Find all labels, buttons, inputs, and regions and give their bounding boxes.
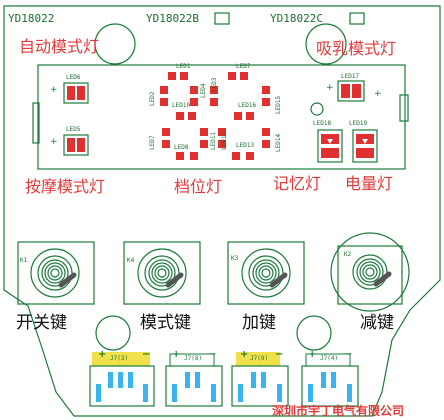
svg-text:−: − [275, 349, 283, 360]
mount-hole-bottom-left [95, 315, 131, 351]
board-outline [3, 5, 441, 417]
switch-k2 [330, 232, 410, 312]
connector-2-label: J7(8) [184, 355, 203, 362]
panel-connector-right [399, 94, 409, 122]
svg-text:+: + [240, 349, 248, 360]
led16-label: LED16 [238, 102, 257, 109]
svg-text:+: + [308, 349, 316, 360]
led14-label: LED14 [275, 133, 282, 152]
k1-id: K1 [20, 257, 28, 264]
led5-label: LED5 [66, 126, 81, 133]
model-variant-c: YD18022C [270, 12, 323, 25]
svg-text:+: + [172, 349, 180, 360]
connector-4 [301, 353, 359, 407]
svg-text:+: + [374, 89, 382, 99]
svg-text:−: − [344, 349, 352, 360]
plus-key-label: 加键 [242, 313, 276, 333]
led19-label: LED19 [349, 120, 368, 127]
connector-2 [165, 353, 223, 407]
led13-label: LED13 [236, 142, 255, 149]
svg-text:+: + [98, 349, 106, 360]
mode-key-label: 模式键 [140, 313, 191, 333]
led5-footprint [63, 134, 89, 156]
company-name: 深圳市宇丁电气有限公司 [272, 404, 405, 418]
led10-label: LED10 [172, 102, 191, 109]
led-panel-outline [37, 64, 406, 170]
svg-text:−: − [208, 349, 216, 360]
minus-key-label: 减键 [360, 313, 394, 333]
led7b-label: LED7 [149, 135, 156, 150]
connector-3 [231, 352, 289, 407]
small-hole-right [310, 102, 324, 116]
variant-c-box [349, 12, 365, 25]
model-primary: YD18022 [8, 12, 55, 25]
battery-label: 电量灯 [345, 174, 394, 193]
led6-label: LED6 [66, 74, 81, 81]
svg-text:+: + [50, 137, 58, 147]
k3-id: K3 [231, 255, 239, 262]
led17-footprint [337, 80, 365, 102]
connector-1 [89, 352, 155, 407]
level-led-cluster [160, 72, 270, 160]
connector-1-label: J7(3) [110, 355, 129, 362]
led18-footprint [317, 129, 343, 163]
svg-text:+: + [50, 85, 58, 95]
led12-label: LED12 [221, 131, 228, 150]
led6-footprint [63, 82, 89, 104]
switch-k4 [123, 241, 201, 305]
k2-id: K2 [344, 251, 352, 258]
svg-text:−: − [142, 349, 150, 360]
led11-label: LED11 [210, 131, 217, 150]
auto-mode-label: 自动模式灯 [19, 37, 100, 56]
led2-label: LED2 [149, 91, 156, 106]
led4-label: LED4 [200, 83, 207, 98]
led3-label: LED3 [211, 77, 218, 92]
led18-label: LED18 [313, 120, 332, 127]
switch-k1 [17, 241, 95, 305]
power-key-label: 开关键 [16, 313, 67, 333]
connector-3-label: J7(9) [250, 355, 269, 362]
switch-k3 [227, 241, 305, 305]
mount-hole-top-right [305, 23, 347, 65]
led19-footprint [352, 129, 378, 163]
memory-label: 记忆灯 [273, 174, 322, 193]
led7-label: LED7 [236, 63, 251, 70]
led17-label: LED17 [341, 73, 360, 80]
panel-side-notch [32, 102, 40, 144]
massage-mode-label: 按摩模式灯 [25, 177, 106, 196]
led8-label: LED8 [174, 144, 189, 151]
mount-hole-top-left [94, 23, 136, 65]
connector-4-label: J7(4) [320, 355, 339, 362]
led15-label: LED15 [275, 95, 282, 114]
variant-b-box [214, 12, 230, 25]
suction-mode-label: 吸乳模式灯 [316, 39, 397, 58]
k4-id: K4 [127, 257, 135, 264]
model-variant-b: YD18022B [146, 12, 199, 25]
led1-label: LED1 [176, 63, 191, 70]
mount-hole-bottom-right [296, 315, 332, 351]
svg-text:+: + [326, 83, 334, 93]
level-label: 档位灯 [174, 177, 223, 196]
